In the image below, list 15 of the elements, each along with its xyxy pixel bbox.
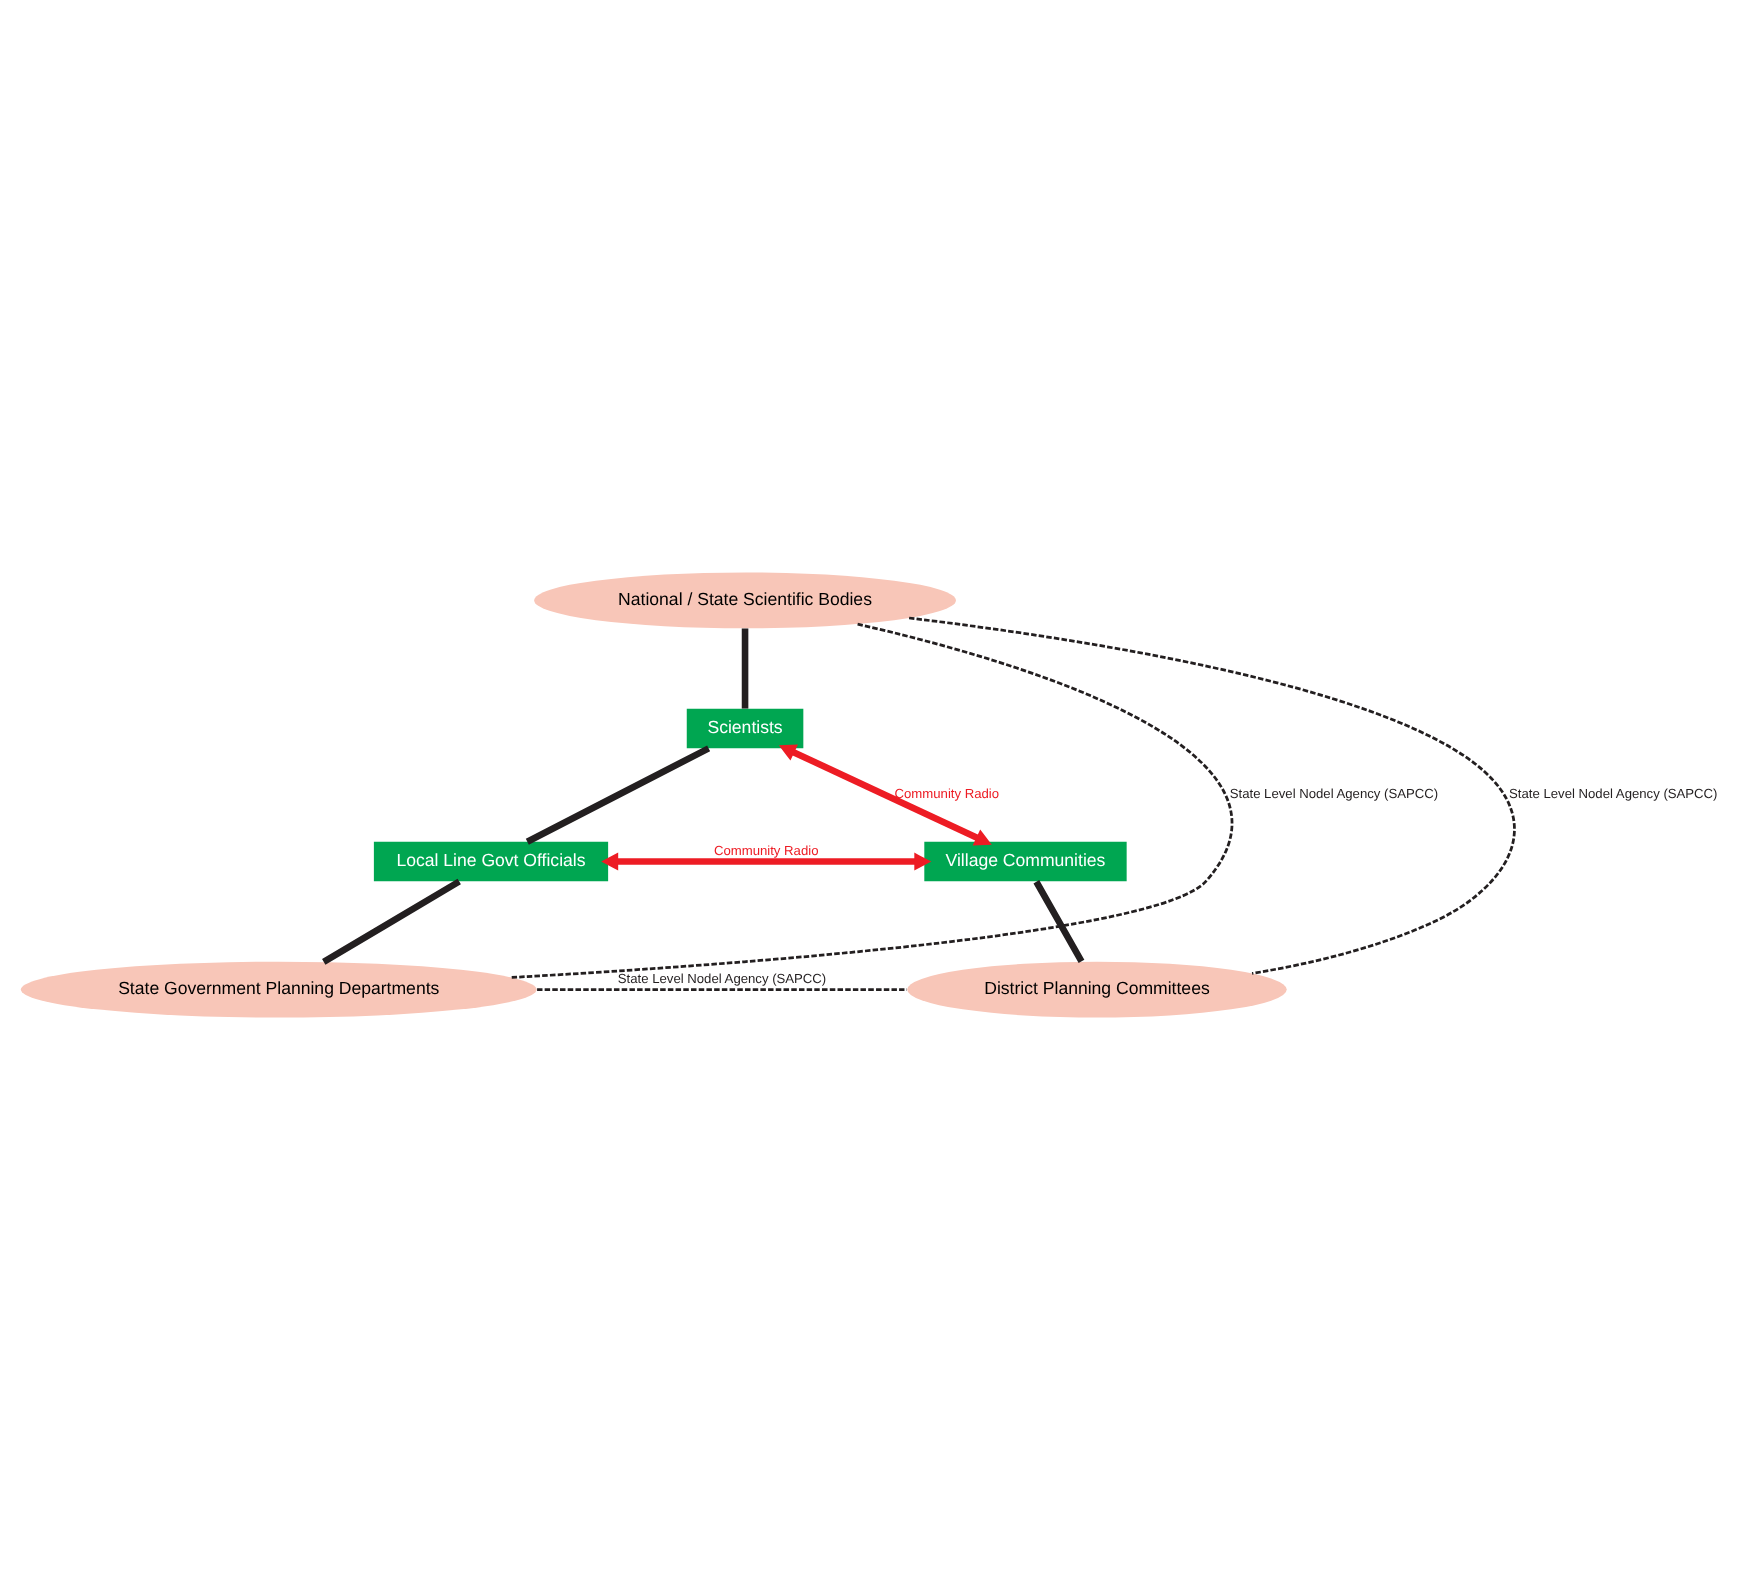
arrow <box>778 743 992 845</box>
node-box: Scientists <box>686 707 804 748</box>
node-box: Local Line Govt Officials <box>373 840 609 881</box>
connector <box>525 744 711 844</box>
node-box: Village Communities <box>924 840 1127 881</box>
connector <box>322 877 461 964</box>
connector <box>537 987 907 990</box>
connector <box>1033 879 1085 962</box>
connector <box>511 621 1233 978</box>
node-ellipse: State Government Planning Departments <box>20 960 537 1017</box>
node-ellipse: National / State Scientific Bodies <box>534 571 956 628</box>
connector <box>908 615 1516 974</box>
arrow <box>601 851 932 870</box>
connector <box>741 627 749 708</box>
node-ellipse: District Planning Committees <box>907 960 1287 1017</box>
